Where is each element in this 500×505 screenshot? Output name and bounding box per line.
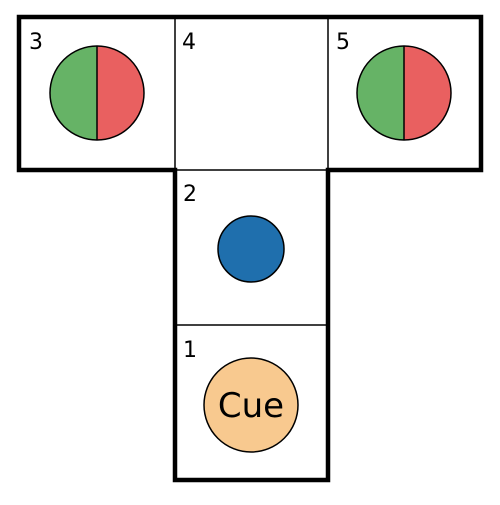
cell-5: 5 [336,30,452,141]
cell-number-5: 5 [336,30,350,55]
cell-number-3: 3 [29,30,43,55]
split-circle-icon [356,45,452,141]
split-circle-icon [49,45,145,141]
split-circle-green-half [50,46,97,140]
cell-number-1: 1 [183,338,197,363]
cell-number-4: 4 [182,30,196,55]
cell-2: 2 [183,182,285,283]
cell-3: 3 [29,30,145,141]
cue-label: Cue [218,386,284,426]
cell-number-2: 2 [183,182,197,207]
blue-circle-icon [217,215,285,283]
cell-4: 4 [182,30,196,55]
split-circle-red-half [404,46,451,140]
cell-1: 1 Cue [183,338,299,453]
split-circle-green-half [357,46,404,140]
cue-circle-icon [203,357,299,453]
maze-outer-wall [16,14,484,483]
split-circle-red-half [97,46,144,140]
